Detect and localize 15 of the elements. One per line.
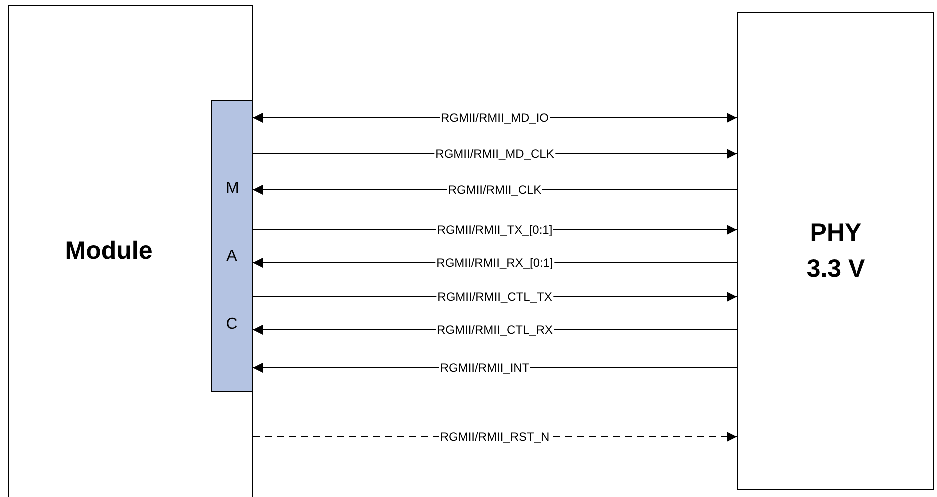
- mac-label: M A C: [225, 179, 240, 335]
- signal-label: RGMII/RMII_RX_[0:1]: [436, 256, 554, 270]
- signal-label: RGMII/RMII_TX_[0:1]: [436, 223, 554, 237]
- mac-bar: [211, 100, 253, 392]
- signal-label: RGMII/RMII_RST_N: [439, 430, 551, 444]
- signal-label: RGMII/RMII_CTL_TX: [436, 290, 554, 304]
- signal-label: RGMII/RMII_INT: [439, 361, 531, 375]
- phy-label: PHY 3.3 V: [806, 218, 866, 285]
- signal-label: RGMII/RMII_MD_IO: [440, 111, 550, 125]
- signal-label: RGMII/RMII_CLK: [447, 183, 543, 197]
- signal-label: RGMII/RMII_MD_CLK: [434, 147, 556, 161]
- signal-label: RGMII/RMII_CTL_RX: [436, 323, 554, 337]
- module-block: [8, 5, 253, 497]
- phy-block: [737, 12, 934, 490]
- module-label: Module: [64, 236, 154, 266]
